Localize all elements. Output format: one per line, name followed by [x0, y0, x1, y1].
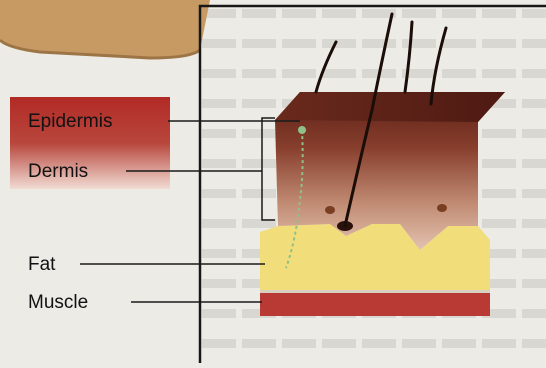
nerve-ending [298, 126, 306, 134]
label-dermis: Dermis [28, 162, 88, 181]
follicle-bulb [325, 206, 335, 214]
skin-block [260, 92, 505, 316]
label-muscle: Muscle [28, 293, 88, 312]
epidermis-surface [275, 92, 505, 122]
label-epidermis: Epidermis [28, 112, 112, 131]
muscle-layer [260, 292, 490, 316]
muscle-divider [260, 290, 490, 293]
follicle-bulb [437, 204, 447, 212]
label-fat: Fat [28, 255, 55, 274]
